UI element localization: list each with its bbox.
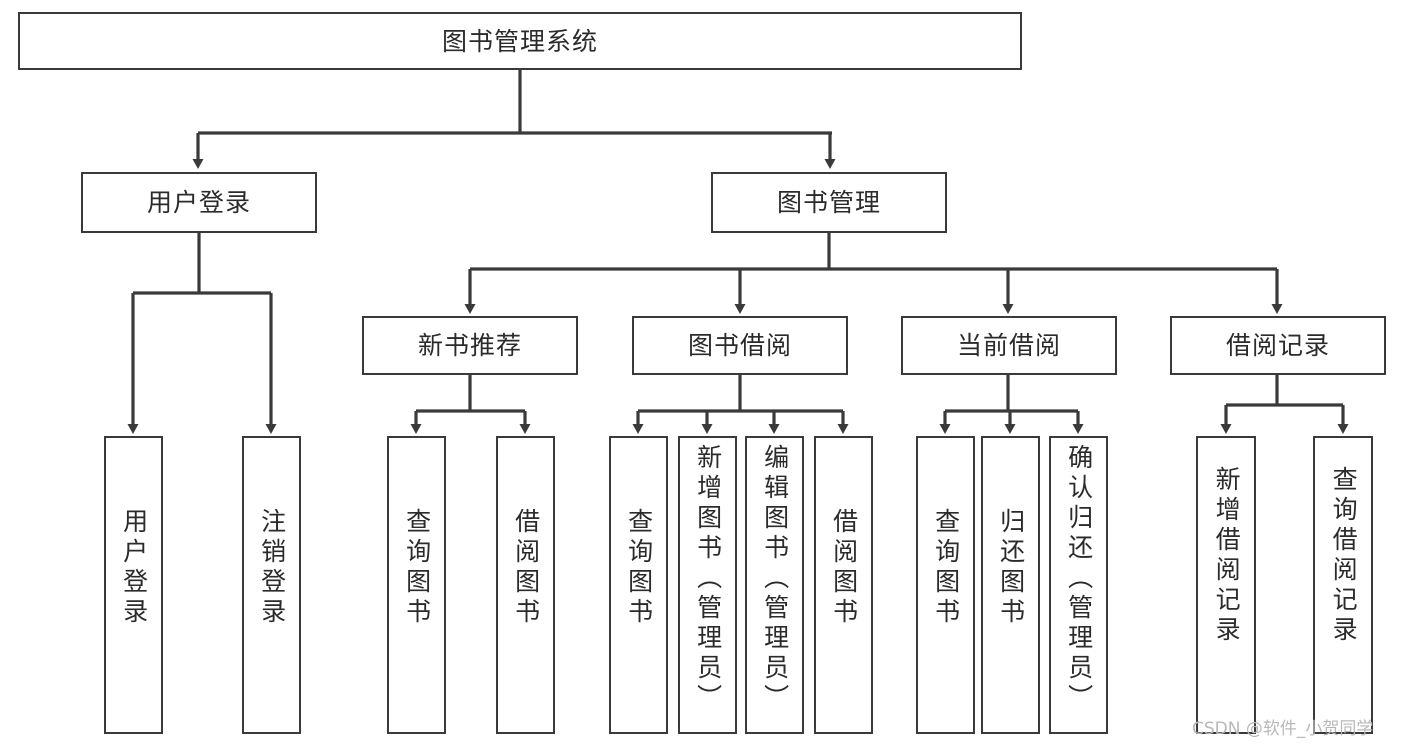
- node-new-book-recommend-label: 新书推荐: [417, 331, 522, 360]
- node-user-login-label: 用户登录: [146, 188, 251, 217]
- leaf-user-login-label: 用户登录: [119, 508, 149, 628]
- leaf-confirm-return[interactable]: 确认归还（管理员）: [1049, 436, 1108, 734]
- leaf-edit-book[interactable]: 编辑图书（管理员）: [745, 436, 804, 734]
- node-new-book-recommend[interactable]: 新书推荐: [362, 316, 578, 375]
- leaf-query-book-1-label: 查询图书: [402, 508, 432, 628]
- leaf-user-login[interactable]: 用户登录: [104, 436, 163, 734]
- leaf-query-book-1[interactable]: 查询图书: [387, 436, 446, 734]
- leaf-borrow-book-1-label: 借阅图书: [511, 508, 541, 628]
- leaf-user-logout[interactable]: 注销登录: [242, 436, 301, 734]
- node-borrow-record-label: 借阅记录: [1225, 331, 1330, 360]
- node-book-borrow[interactable]: 图书借阅: [632, 316, 848, 375]
- leaf-add-record[interactable]: 新增借阅记录: [1196, 436, 1256, 734]
- leaf-return-book-label: 归还图书: [996, 508, 1026, 628]
- node-borrow-record[interactable]: 借阅记录: [1170, 316, 1386, 375]
- leaf-borrow-book-2-label: 借阅图书: [829, 508, 859, 628]
- leaf-add-book-label: 新增图书（管理员）: [693, 444, 723, 714]
- leaf-query-book-3[interactable]: 查询图书: [916, 436, 975, 734]
- leaf-borrow-book-2[interactable]: 借阅图书: [814, 436, 873, 734]
- leaf-add-book[interactable]: 新增图书（管理员）: [678, 436, 737, 734]
- leaf-borrow-book-1[interactable]: 借阅图书: [496, 436, 555, 734]
- node-book-manage[interactable]: 图书管理: [711, 172, 947, 233]
- node-user-login[interactable]: 用户登录: [81, 172, 317, 233]
- node-root[interactable]: 图书管理系统: [18, 12, 1022, 70]
- node-root-label: 图书管理系统: [441, 26, 598, 56]
- leaf-add-record-label: 新增借阅记录: [1212, 466, 1242, 646]
- node-book-borrow-label: 图书借阅: [687, 331, 792, 360]
- leaf-query-record[interactable]: 查询借阅记录: [1313, 436, 1373, 734]
- leaf-query-record-label: 查询借阅记录: [1329, 466, 1359, 646]
- csdn-watermark: CSDN @软件_小贺同学: [1192, 719, 1374, 739]
- node-book-manage-label: 图书管理: [776, 188, 881, 217]
- leaf-query-book-2[interactable]: 查询图书: [609, 436, 668, 734]
- leaf-query-book-3-label: 查询图书: [931, 508, 961, 628]
- leaf-query-book-2-label: 查询图书: [624, 508, 654, 628]
- leaf-user-logout-label: 注销登录: [257, 508, 287, 628]
- leaf-confirm-return-label: 确认归还（管理员）: [1064, 444, 1094, 714]
- leaf-edit-book-label: 编辑图书（管理员）: [760, 444, 790, 714]
- node-current-borrow[interactable]: 当前借阅: [901, 316, 1117, 375]
- node-current-borrow-label: 当前借阅: [956, 331, 1061, 360]
- leaf-return-book[interactable]: 归还图书: [981, 436, 1040, 734]
